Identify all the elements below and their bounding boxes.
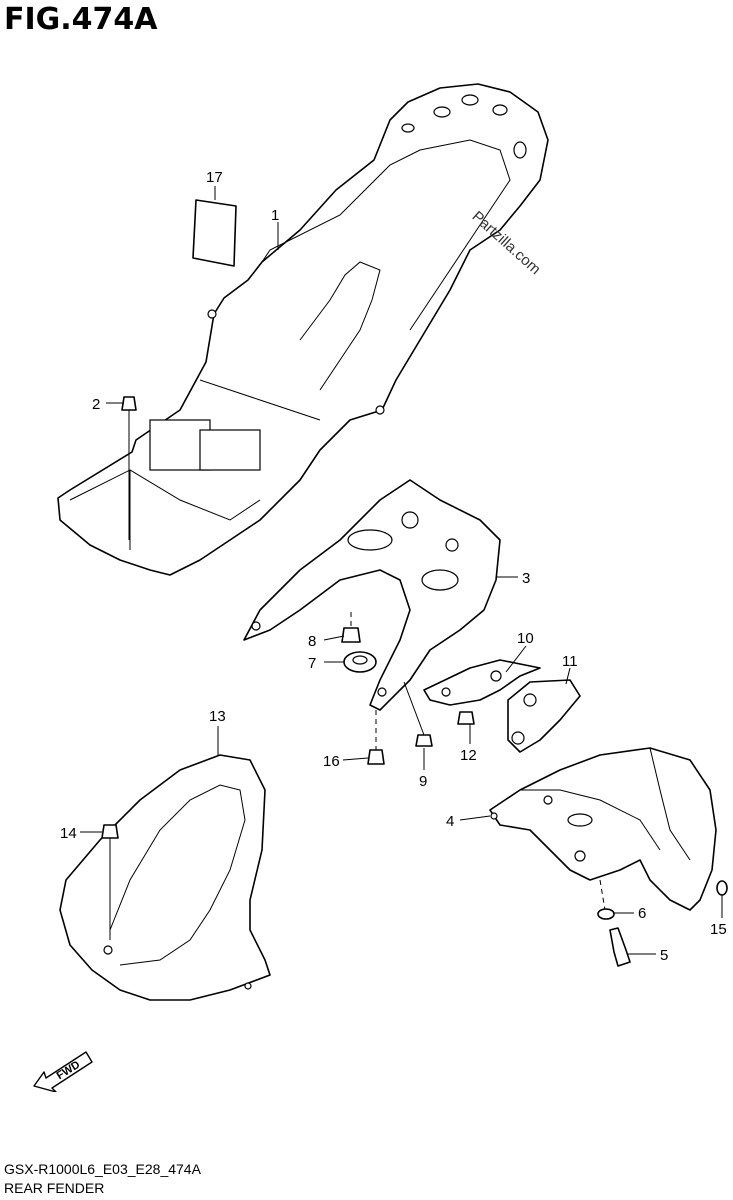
callout-16: 16 bbox=[323, 753, 340, 770]
cushion-part-7[interactable] bbox=[343, 651, 377, 673]
screw-part-9[interactable] bbox=[403, 681, 433, 747]
callout-13: 13 bbox=[209, 708, 226, 725]
callout-3: 3 bbox=[522, 570, 530, 587]
diagram-caption: REAR FENDER bbox=[4, 1180, 105, 1196]
callout-12: 12 bbox=[460, 747, 477, 764]
callout-6: 6 bbox=[638, 905, 646, 922]
callout-15: 15 bbox=[710, 921, 727, 938]
callout-7: 7 bbox=[308, 655, 316, 672]
callout-1: 1 bbox=[271, 207, 279, 224]
callout-5: 5 bbox=[660, 947, 668, 964]
callout-labels: 17 1 2 3 10 11 8 7 13 12 16 9 4 14 6 15 … bbox=[60, 169, 727, 964]
rear-frame-part[interactable] bbox=[57, 83, 549, 576]
callout-8: 8 bbox=[308, 633, 316, 650]
screw-part-14[interactable] bbox=[101, 824, 119, 940]
bolt-part-5[interactable] bbox=[609, 927, 631, 967]
washer-part-6[interactable] bbox=[597, 908, 615, 920]
model-code: GSX-R1000L6_E03_E28_474A bbox=[4, 1161, 201, 1177]
callout-4: 4 bbox=[446, 813, 454, 830]
callout-17: 17 bbox=[206, 169, 223, 186]
screw-part-16[interactable] bbox=[367, 710, 385, 765]
callout-11: 11 bbox=[562, 653, 578, 670]
fender-inner-part[interactable] bbox=[243, 479, 518, 711]
callout-10: 10 bbox=[517, 630, 534, 647]
callout-14: 14 bbox=[60, 825, 77, 842]
callout-2: 2 bbox=[92, 396, 100, 413]
screw-part-12[interactable] bbox=[457, 711, 475, 725]
rear-fender-part-4[interactable] bbox=[489, 747, 717, 911]
bracket-part-11[interactable] bbox=[507, 679, 581, 753]
nut-part-15[interactable] bbox=[716, 880, 728, 896]
grommet-part-8[interactable] bbox=[341, 612, 361, 643]
screw-part-2[interactable] bbox=[121, 396, 137, 540]
leader-lines bbox=[80, 186, 723, 955]
label-sheet-part[interactable] bbox=[192, 199, 237, 267]
front-fender-part-13[interactable] bbox=[59, 754, 271, 1001]
fwd-arrow-icon: FWD bbox=[30, 1042, 96, 1097]
figure-title: FIG.474A bbox=[4, 2, 158, 37]
callout-9: 9 bbox=[419, 773, 427, 790]
bracket-part-10[interactable] bbox=[423, 659, 541, 706]
